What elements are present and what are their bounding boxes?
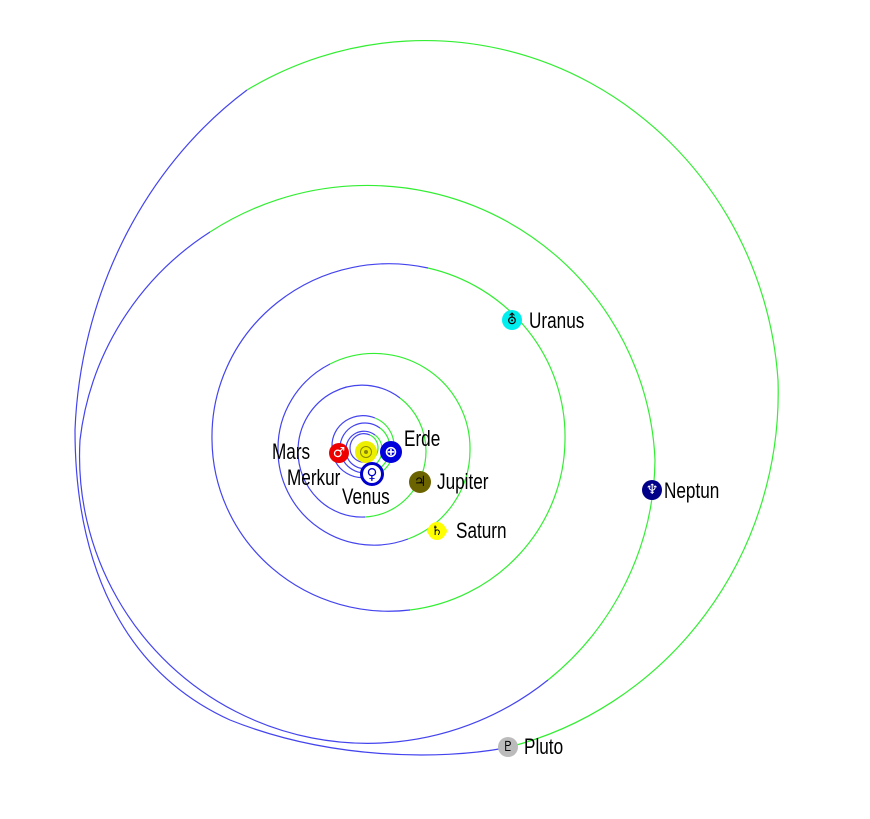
pluto-icon[interactable]: ♇ (498, 737, 518, 757)
mars-icon[interactable]: ♂ (329, 443, 349, 463)
orbit-pluto (74, 39, 779, 756)
orbit-jupiter (297, 384, 427, 518)
sun-icon[interactable] (355, 441, 377, 463)
pluto-label: Pluto (524, 734, 564, 759)
orbit-uranus (211, 263, 566, 612)
uranus-label: Uranus (529, 308, 585, 333)
mars-label: Mars (272, 439, 311, 464)
saturn-label: Saturn (456, 518, 507, 543)
jupiter-icon[interactable]: ♃ (409, 471, 431, 493)
earth-icon[interactable]: ⊕ (380, 441, 402, 463)
saturn-icon[interactable]: ♄ (428, 522, 446, 540)
jupiter-label: Jupiter (437, 469, 489, 494)
merkur-label: Merkur (287, 465, 341, 490)
venus-label: Venus (342, 484, 390, 509)
venus-icon[interactable]: ♀ (360, 462, 384, 486)
orbit-saturn (277, 352, 471, 546)
uranus-icon[interactable]: ⛢ (502, 310, 522, 330)
neptun-label: Neptun (664, 478, 720, 503)
orbit-neptun (78, 184, 656, 744)
erde-label: Erde (404, 426, 441, 451)
neptune-icon[interactable]: ♆ (642, 480, 662, 500)
